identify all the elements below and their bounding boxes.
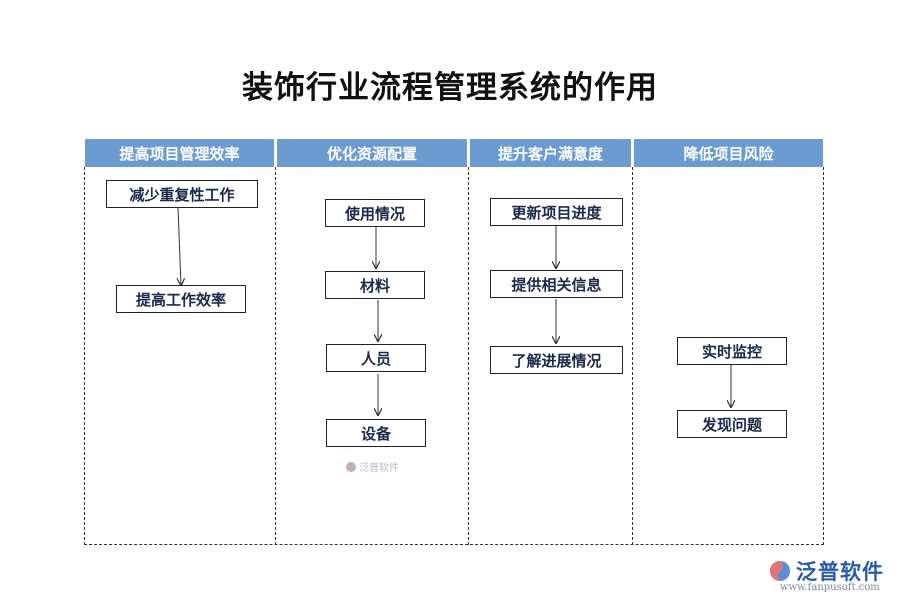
bottom-border xyxy=(84,544,824,545)
step-equipment: 设备 xyxy=(326,419,426,447)
step-personnel: 人员 xyxy=(326,344,426,372)
brand-url: www.fanpusoft.com xyxy=(780,582,880,593)
brand-logo: 泛普软件 xyxy=(768,556,884,586)
column-header-satisfaction: 提升客户满意度 xyxy=(470,139,631,167)
step-provide-info: 提供相关信息 xyxy=(490,270,623,298)
column-separator-1 xyxy=(275,167,276,545)
column-header-resources: 优化资源配置 xyxy=(277,139,467,167)
center-watermark: 泛普软件 xyxy=(346,459,399,474)
step-realtime-monitoring: 实时监控 xyxy=(677,337,787,365)
step-update-progress: 更新项目进度 xyxy=(490,198,623,226)
watermark-text: 泛普软件 xyxy=(359,463,399,474)
arrow-efficiency-1 xyxy=(178,206,181,285)
column-header-efficiency: 提高项目管理效率 xyxy=(85,139,274,167)
column-header-risk: 降低项目风险 xyxy=(634,139,823,167)
column-separator-2 xyxy=(468,167,469,545)
column-border-left xyxy=(84,167,85,545)
diagram-title: 装饰行业流程管理系统的作用 xyxy=(242,70,658,106)
watermark-logo-icon xyxy=(346,461,356,472)
step-usage-status: 使用情况 xyxy=(325,199,425,227)
step-reduce-repetitive-work: 减少重复性工作 xyxy=(106,180,258,208)
brand-logo-icon xyxy=(770,561,790,581)
step-understand-progress: 了解进展情况 xyxy=(490,346,623,374)
step-find-problems: 发现问题 xyxy=(677,410,787,438)
column-separator-3 xyxy=(632,167,633,545)
column-border-right xyxy=(823,167,824,545)
step-materials: 材料 xyxy=(325,271,425,299)
brand-name: 泛普软件 xyxy=(796,560,884,584)
step-improve-efficiency: 提高工作效率 xyxy=(116,285,246,313)
